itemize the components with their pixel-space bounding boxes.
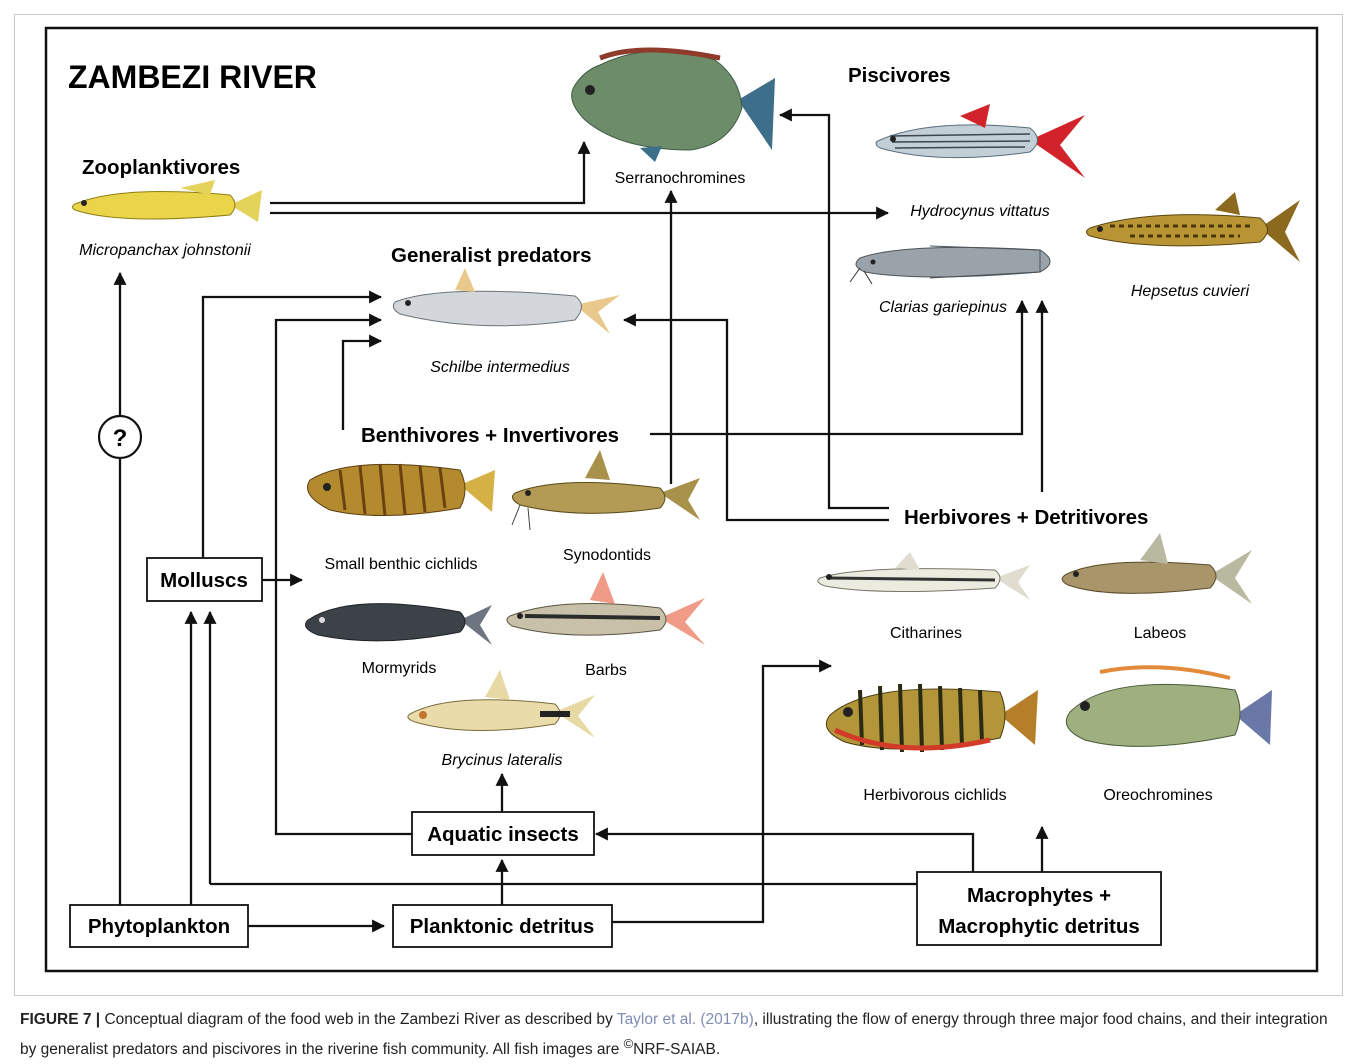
arrow-benthivores-to-generalist bbox=[343, 341, 381, 430]
box-molluscs-label: Molluscs bbox=[160, 569, 248, 592]
heading-piscivores: Piscivores bbox=[848, 64, 951, 87]
box-planktonic-detritus: Planktonic detritus bbox=[393, 905, 612, 947]
caption-reference-link[interactable]: Taylor et al. (2017b) bbox=[617, 1011, 754, 1028]
heading-benthivores: Benthivores + Invertivores bbox=[361, 424, 619, 447]
heading-zooplanktivores: Zooplanktivores bbox=[82, 156, 240, 179]
label-serranochromines: Serranochromines bbox=[615, 170, 746, 187]
label-small-benthic-cichlids: Small benthic cichlids bbox=[325, 556, 478, 573]
label-mormyrids: Mormyrids bbox=[362, 660, 437, 677]
caption-credit: NRF-SAIAB. bbox=[633, 1041, 720, 1058]
serranochromines-fish-illustration bbox=[572, 50, 775, 162]
label-citharines: Citharines bbox=[890, 625, 962, 642]
arrow-herbivores-to-serrano bbox=[780, 115, 889, 508]
unknown-link-label: ? bbox=[113, 425, 128, 452]
arrow-molluscs-to-generalist bbox=[203, 297, 381, 560]
box-phytoplankton: Phytoplankton bbox=[70, 905, 248, 947]
micropanchax-fish-illustration bbox=[73, 180, 263, 222]
box-aquatic-insects: Aquatic insects bbox=[412, 812, 594, 855]
box-macrophytes-line1: Macrophytes + bbox=[967, 884, 1111, 907]
box-aquatic-insects-label: Aquatic insects bbox=[427, 823, 579, 846]
box-planktonic-detritus-label: Planktonic detritus bbox=[410, 915, 595, 938]
label-micropanchax: Micropanchax johnstonii bbox=[79, 242, 251, 259]
label-brycinus: Brycinus lateralis bbox=[442, 752, 563, 769]
label-barbs: Barbs bbox=[585, 662, 627, 679]
oreochromine-fish-illustration bbox=[1066, 667, 1272, 746]
mormyrid-fish-illustration bbox=[306, 604, 492, 645]
label-clarias: Clarias gariepinus bbox=[879, 299, 1007, 316]
clarias-fish-illustration bbox=[850, 246, 1050, 284]
arrow-herbivores-to-generalist bbox=[624, 320, 889, 520]
citharine-fish-illustration bbox=[818, 552, 1030, 600]
barb-fish-illustration bbox=[507, 572, 705, 645]
small-benthic-cichlid-fish-illustration bbox=[308, 464, 496, 516]
figure-caption: FIGURE 7 | Conceptual diagram of the foo… bbox=[20, 1008, 1340, 1062]
label-oreochromines: Oreochromines bbox=[1103, 787, 1212, 804]
label-schilbe: Schilbe intermedius bbox=[430, 359, 570, 376]
unknown-link-marker: ? bbox=[99, 416, 141, 458]
schilbe-fish-illustration bbox=[393, 268, 620, 334]
food-web-diagram: ZAMBEZI RIVER Piscivores Zooplanktivores… bbox=[0, 0, 1357, 1000]
box-macrophytes-line2: Macrophytic detritus bbox=[938, 915, 1140, 938]
label-hydrocynus: Hydrocynus vittatus bbox=[910, 203, 1050, 220]
caption-lead: FIGURE 7 | bbox=[20, 1011, 100, 1028]
diagram-title: ZAMBEZI RIVER bbox=[68, 59, 317, 95]
hydrocynus-fish-illustration bbox=[876, 104, 1085, 178]
heading-herbivores: Herbivores + Detritivores bbox=[904, 506, 1148, 529]
label-labeos: Labeos bbox=[1134, 625, 1187, 642]
hepsetus-fish-illustration bbox=[1087, 192, 1301, 262]
heading-generalist-predators: Generalist predators bbox=[391, 244, 592, 267]
caption-copyright-symbol: © bbox=[624, 1036, 634, 1051]
box-molluscs: Molluscs bbox=[147, 558, 262, 601]
label-synodontids: Synodontids bbox=[563, 547, 651, 564]
herbivorous-cichlid-fish-illustration bbox=[826, 684, 1038, 752]
labeo-fish-illustration bbox=[1062, 533, 1252, 604]
arrow-zoo-to-serrano bbox=[270, 142, 584, 203]
label-herbivorous-cichlids: Herbivorous cichlids bbox=[863, 787, 1006, 804]
caption-text-1: Conceptual diagram of the food web in th… bbox=[100, 1011, 617, 1028]
box-phytoplankton-label: Phytoplankton bbox=[88, 915, 230, 938]
box-macrophytes: Macrophytes + Macrophytic detritus bbox=[917, 872, 1161, 945]
label-hepsetus: Hepsetus cuvieri bbox=[1131, 283, 1250, 300]
arrow-macro-to-insects bbox=[596, 834, 973, 872]
brycinus-fish-illustration bbox=[408, 670, 595, 738]
